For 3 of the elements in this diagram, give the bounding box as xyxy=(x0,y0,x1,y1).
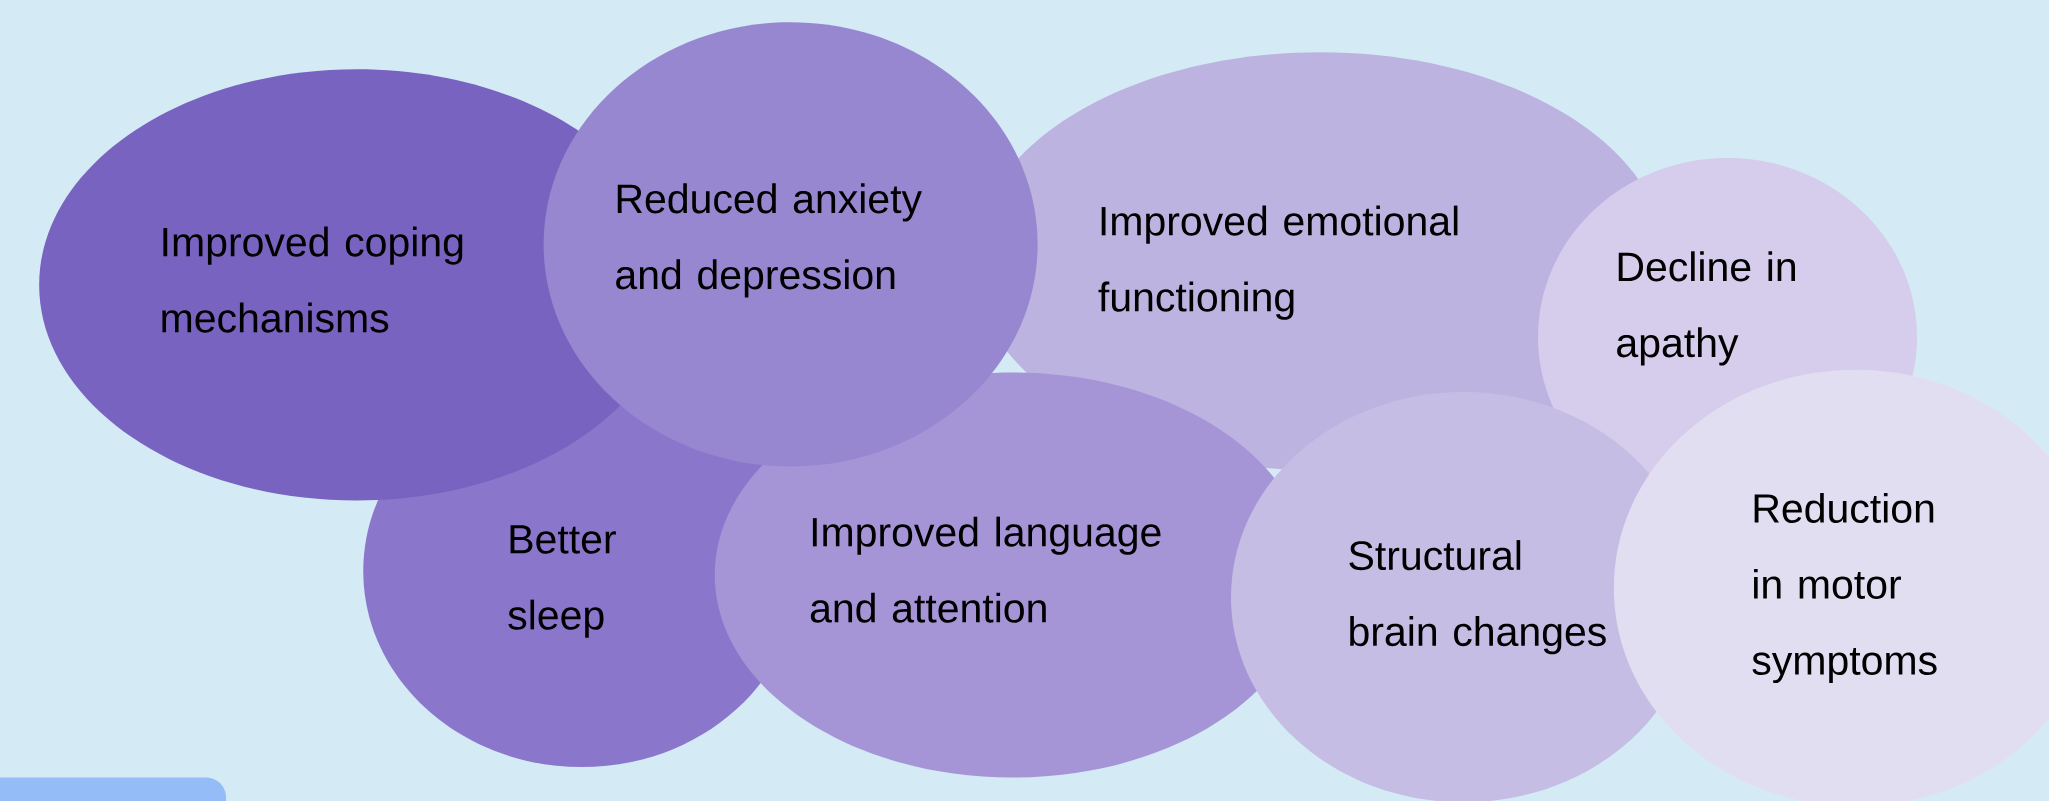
tab-shape xyxy=(0,777,227,801)
bubble: Reduction in motor symptoms xyxy=(1613,369,2049,801)
bubble: Reduced anxiety and depression xyxy=(543,22,1038,467)
